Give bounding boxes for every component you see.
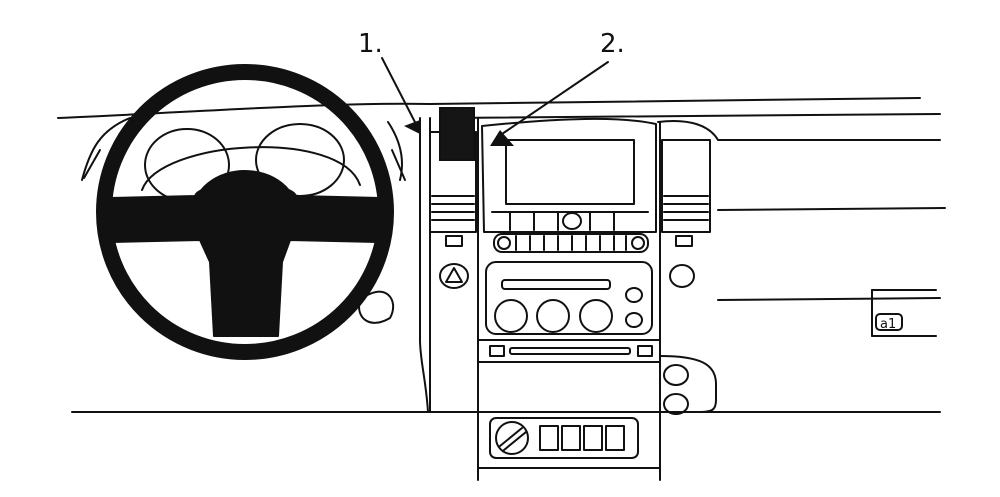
glovebox — [871, 289, 937, 337]
mount-bracket — [439, 107, 475, 161]
temperature-knob — [494, 299, 528, 333]
hazard-triangle-icon — [439, 263, 469, 289]
fan-knob — [536, 299, 570, 333]
callout-leaders — [381, 57, 609, 135]
lower-switch-bank — [489, 417, 639, 459]
glovebox-mark: a1 — [880, 317, 896, 332]
cd-slot — [489, 345, 653, 357]
steering-wheel-icon — [96, 64, 394, 360]
arrow-1-icon — [404, 120, 420, 134]
callout-1-label: 1. — [358, 29, 383, 59]
callout-2-label: 2. — [600, 29, 625, 59]
four-wheel-drive-dial — [495, 421, 529, 455]
climate-control-panel — [485, 261, 653, 335]
center-stack-trim — [419, 117, 661, 481]
lower-right-switches — [659, 355, 717, 415]
right-air-vent-icon — [661, 139, 711, 288]
mode-knob — [579, 299, 613, 333]
radio-button-row — [493, 233, 649, 253]
arrow-2-icon — [490, 130, 514, 146]
navigation-screen — [481, 117, 657, 233]
